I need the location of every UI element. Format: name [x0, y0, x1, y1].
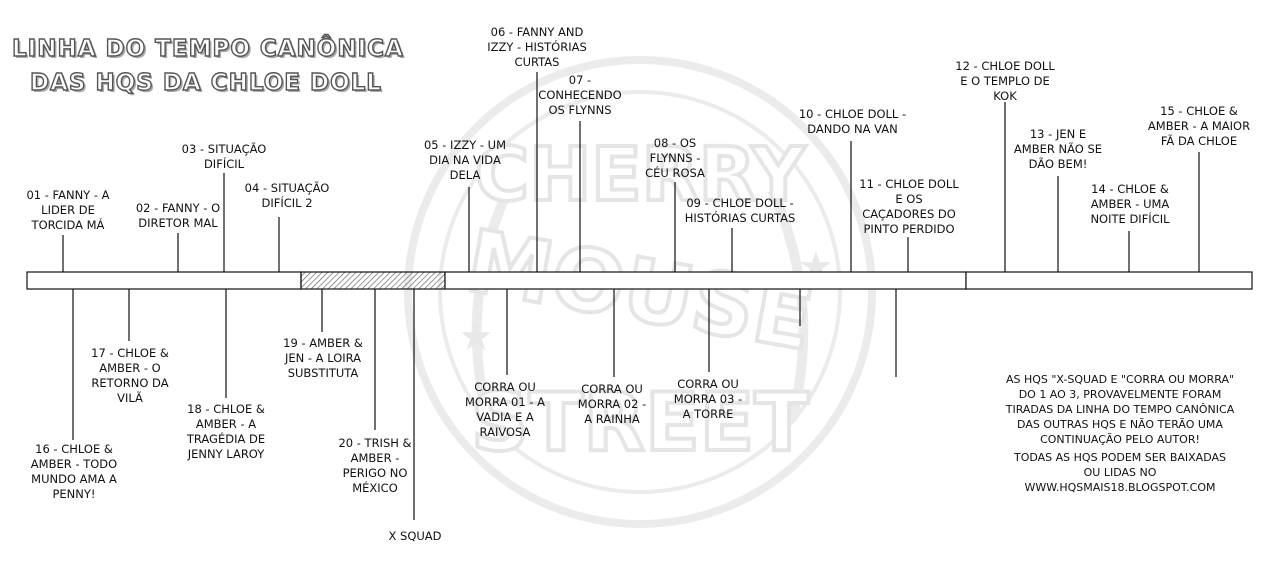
event-label-04: 04 - SITUAÇÃO DIFÍCIL 2	[244, 181, 330, 210]
note-paragraph-1: AS HQS "X-SQUAD E "CORRA OU MORRA" DO 1 …	[1005, 373, 1235, 446]
timeline-bar-end	[965, 271, 1253, 290]
event-label-corra-03: CORRA OU MORRA 03 - A TORRE	[673, 377, 743, 421]
event-label-corra-02: CORRA OU MORRA 02 - A RAINHA	[577, 382, 647, 426]
event-label-06: 06 - FANNY AND IZZY - HISTÓRIAS CURTAS	[487, 25, 587, 69]
event-label-18: 18 - CHLOE & AMBER - A TRAGÉDIA DE JENNY…	[186, 402, 266, 461]
event-label-09: 09 - CHLOE DOLL - HISTÓRIAS CURTAS	[684, 196, 796, 225]
event-label-15: 15 - CHLOE & AMBER - A MAIOR FÃ DA CHLOE	[1147, 104, 1251, 148]
cherry-mouse-street-watermark: CHERRY MOUSE STREET ★ ★	[404, 56, 876, 528]
timeline-bar-canon-start	[26, 271, 302, 290]
timeline-bar-middle	[444, 271, 967, 290]
timeline-bar-xsquad-segment	[300, 271, 446, 290]
event-label-13: 13 - JEN E AMBER NÃO SE DÃO BEM!	[1013, 127, 1103, 171]
watermark-inner-ring	[438, 90, 842, 494]
event-label-08: 08 - OS FLYNNS - CÉU ROSA	[645, 136, 705, 180]
event-label-03: 03 - SITUAÇÃO DIFÍCIL	[181, 142, 267, 171]
watermark-star-left-icon: ★	[458, 314, 494, 360]
page-title-line-2: DAS HQS DA CHLOE DOLL	[29, 69, 382, 96]
event-label-17: 17 - CHLOE & AMBER - O RETORNO DA VILÃ	[91, 346, 169, 405]
note-url-link[interactable]: WWW.HQSMAIS18.BLOGSPOT.COM	[1024, 481, 1216, 494]
event-label-corra-01: CORRA OU MORRA 01 - A VADIA E A RAIVOSA	[465, 380, 545, 439]
laurel-left-icon	[471, 187, 513, 422]
event-label-11: 11 - CHLOE DOLL E OS CAÇADORES DO PINTO …	[859, 177, 959, 236]
note-paragraph-2: TODAS AS HQS PODEM SER BAIXADAS OU LIDAS…	[1013, 451, 1226, 479]
event-label-05: 05 - IZZY - UM DIA NA VIDA DELA	[423, 138, 507, 182]
event-label-x-squad: X SQUAD	[388, 529, 442, 543]
event-label-16: 16 - CHLOE & AMBER - TODO MUNDO AMA A PE…	[30, 442, 118, 501]
laurel-right-icon	[767, 187, 809, 422]
watermark-word-3: STREET	[471, 376, 809, 469]
event-label-19: 19 - AMBER & JEN - A LOIRA SUBSTITUTA	[283, 336, 363, 380]
watermark-word-1: CHERRY	[475, 132, 807, 218]
event-label-20: 20 - TRISH & AMBER - PERIGO NO MÉXICO	[338, 436, 412, 495]
event-label-01: 01 - FANNY - A LIDER DE TORCIDA MÁ	[26, 188, 110, 232]
event-label-14: 14 - CHLOE & AMBER - UMA NOITE DIFÍCIL	[1090, 182, 1170, 226]
event-label-07: 07 - CONHECENDO OS FLYNNS	[538, 73, 622, 117]
page-title-line-1: LINHA DO TEMPO CANÔNICA	[11, 35, 404, 62]
event-label-02: 02 - FANNY - O DIRETOR MAL	[135, 201, 221, 230]
event-label-12: 12 - CHLOE DOLL E O TEMPLO DE KOK	[955, 59, 1055, 103]
event-label-10: 10 - CHLOE DOLL - DANDO NA VAN	[798, 107, 907, 136]
watermark-outer-ring	[404, 56, 876, 528]
